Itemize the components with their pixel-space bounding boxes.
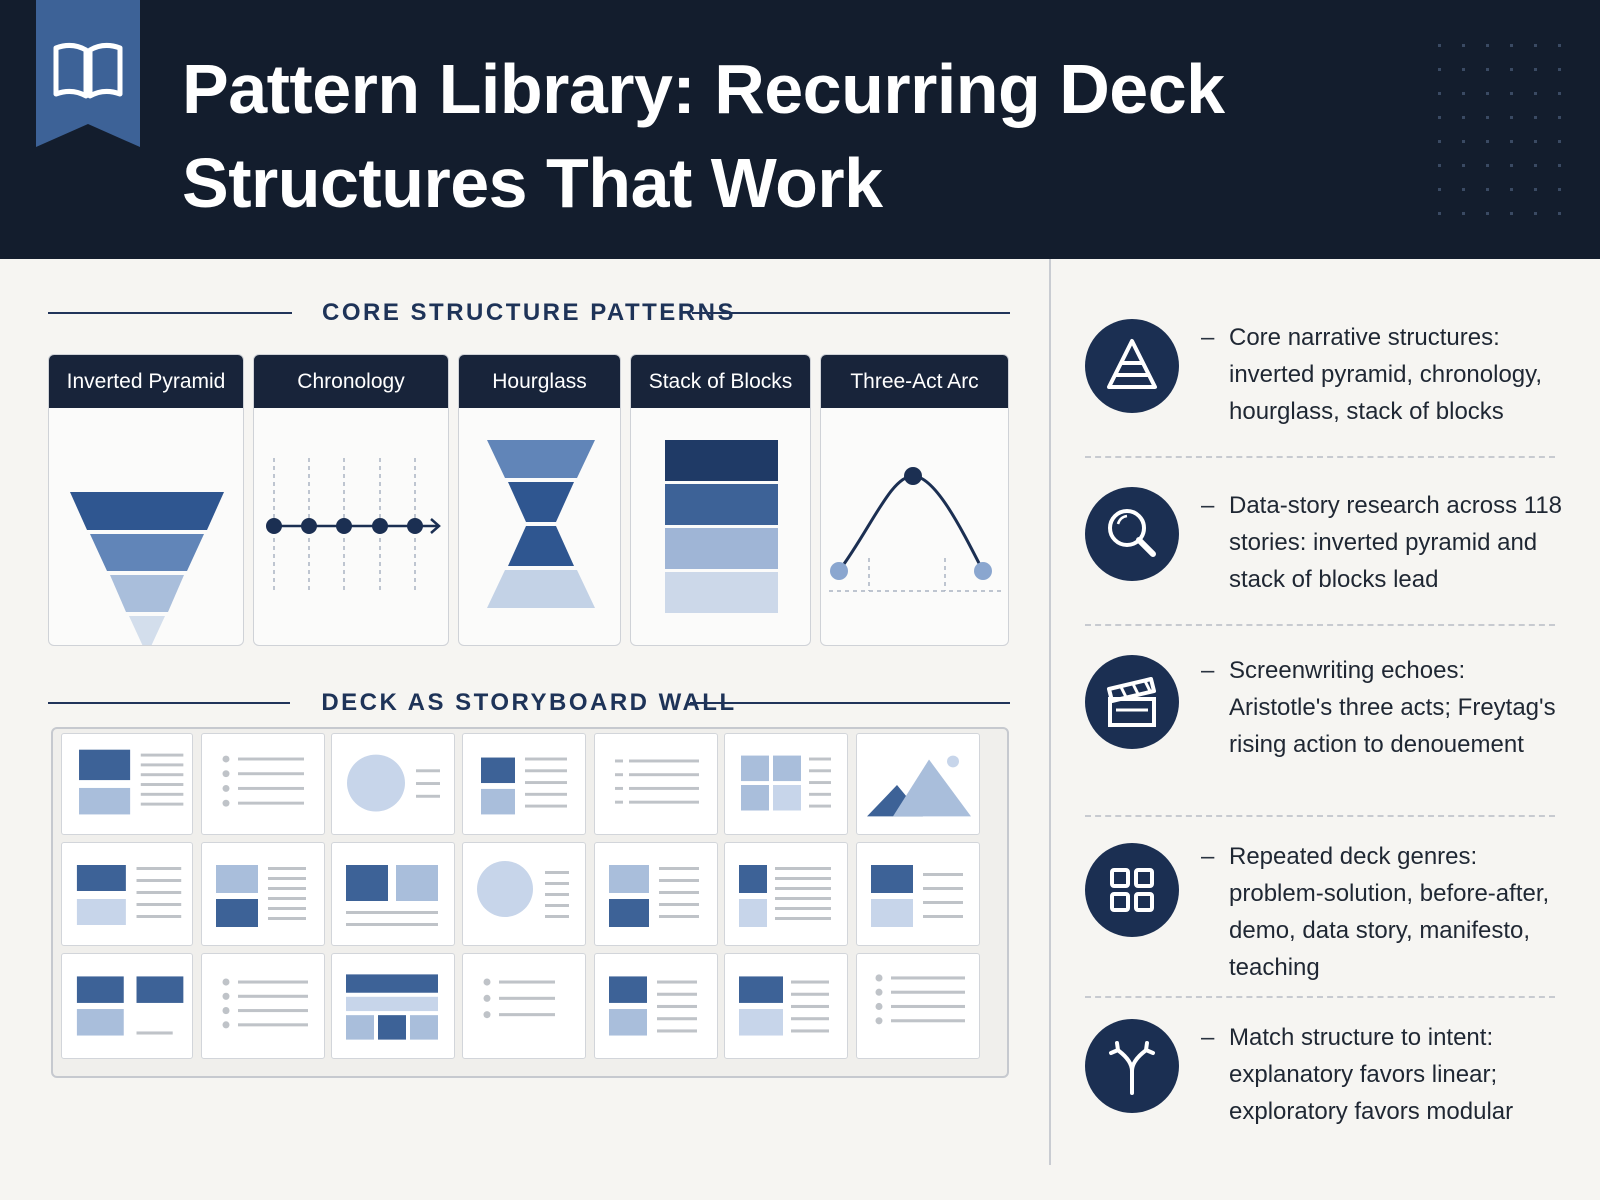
pattern-card-inverted-pyramid: Inverted Pyramid <box>48 354 244 646</box>
storyboard-slide-thumbnail <box>724 953 848 1059</box>
pattern-card-three-act-arc: Three-Act Arc <box>820 354 1009 646</box>
separator <box>1085 996 1555 998</box>
bullet-dash: – <box>1201 324 1215 351</box>
storyboard-slide-thumbnail <box>201 953 325 1059</box>
insight-item: – Core narrative structures: inverted py… <box>1085 319 1555 425</box>
pattern-card-label: Hourglass <box>459 355 620 408</box>
insight-text: Repeated deck genres: problem-solution, … <box>1229 843 1550 981</box>
core-patterns-heading-text: CORE STRUCTURE PATTERNS <box>322 299 736 326</box>
pattern-card-chronology: Chronology <box>253 354 449 646</box>
insight-text: Screenwriting echoes: Aristotle's three … <box>1229 657 1556 758</box>
storyboard-slide-thumbnail <box>201 842 325 946</box>
pattern-card-label: Chronology <box>254 355 448 408</box>
bullet-dash: – <box>1201 1024 1215 1051</box>
separator <box>1085 815 1555 817</box>
storyboard-slide-thumbnail <box>856 953 980 1059</box>
storyboard-slide-thumbnail <box>856 733 980 835</box>
pattern-card-label: Three-Act Arc <box>821 355 1008 408</box>
storyboard-slide-thumbnail <box>462 953 586 1059</box>
storyboard-heading-text: DECK AS STORYBOARD WALL <box>321 689 737 716</box>
storyboard-heading: DECK AS STORYBOARD WALL <box>48 688 1010 718</box>
core-patterns-heading: CORE STRUCTURE PATTERNS <box>48 298 1010 328</box>
pattern-card-stack-of-blocks: Stack of Blocks <box>630 354 811 646</box>
open-book-icon <box>36 0 140 147</box>
stack-of-blocks-diagram <box>665 440 778 613</box>
storyboard-slide-thumbnail <box>594 953 718 1059</box>
inverted-pyramid-diagram <box>70 492 224 645</box>
storyboard-slide-thumbnail <box>61 953 193 1059</box>
title-line-1: Pattern Library: Recurring Deck <box>182 50 1225 128</box>
storyboard-slide-thumbnail <box>724 733 848 835</box>
grid-icon <box>1085 843 1179 937</box>
separator <box>1085 624 1555 626</box>
storyboard-slide-thumbnail <box>594 733 718 835</box>
storyboard-slide-thumbnail <box>594 842 718 946</box>
insight-text: Core narrative structures: inverted pyra… <box>1229 324 1543 425</box>
bullet-dash: – <box>1201 843 1215 870</box>
column-divider <box>1049 259 1051 1165</box>
hourglass-diagram <box>487 440 595 608</box>
page-title: Pattern Library: Recurring Deck Structur… <box>182 42 1362 230</box>
storyboard-slide-thumbnail <box>462 733 586 835</box>
insight-text: Data-story research across 118 stories: … <box>1229 492 1563 593</box>
insight-item: – Data-story research across 118 stories… <box>1085 487 1562 593</box>
storyboard-slide-thumbnail <box>724 842 848 946</box>
decorative-dot-grid <box>1438 44 1561 215</box>
storyboard-slide-thumbnail <box>331 953 455 1059</box>
fork-arrows-icon <box>1085 1019 1179 1113</box>
header-banner: Pattern Library: Recurring Deck Structur… <box>0 0 1600 259</box>
bullet-dash: – <box>1201 657 1215 684</box>
storyboard-slide-thumbnail <box>61 733 193 835</box>
chronology-diagram <box>266 458 441 593</box>
storyboard-slide-thumbnail <box>462 842 586 946</box>
title-line-2: Structures That Work <box>182 144 883 222</box>
storyboard-slide-thumbnail <box>331 842 455 946</box>
insight-text: Match structure to intent: explanatory f… <box>1229 1024 1514 1125</box>
storyboard-slide-thumbnail <box>201 733 325 835</box>
magnifier-icon <box>1085 487 1179 581</box>
storyboard-slide-thumbnail <box>331 733 455 835</box>
separator <box>1085 456 1555 458</box>
insight-item: – Screenwriting echoes: Aristotle's thre… <box>1085 652 1556 792</box>
three-act-arc-diagram <box>829 467 1002 592</box>
pattern-card-label: Inverted Pyramid <box>49 355 243 408</box>
pyramid-icon <box>1085 319 1179 413</box>
insight-item: – Repeated deck genres: problem-solution… <box>1085 838 1555 981</box>
storyboard-slide-thumbnail <box>856 842 980 946</box>
clapperboard-icon <box>1085 655 1179 749</box>
storyboard-wall <box>51 727 1009 1078</box>
pattern-card-hourglass: Hourglass <box>458 354 621 646</box>
pattern-card-label: Stack of Blocks <box>631 355 810 408</box>
storyboard-slide-thumbnail <box>61 842 193 946</box>
bullet-dash: – <box>1201 492 1215 519</box>
insight-item: – Match structure to intent: explanatory… <box>1085 1019 1555 1129</box>
